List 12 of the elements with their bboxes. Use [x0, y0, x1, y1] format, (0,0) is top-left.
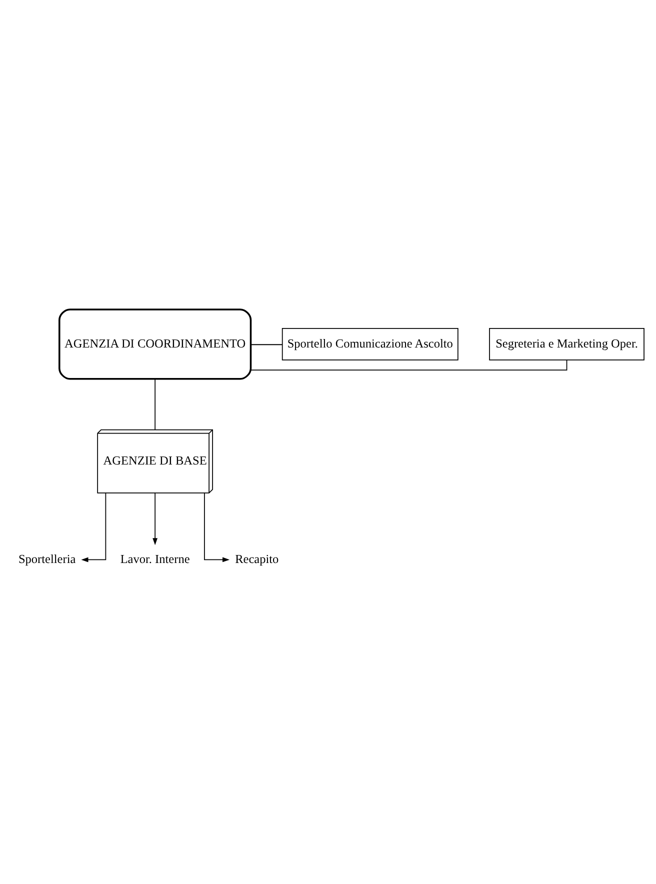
- node-text: Lavor. Interne: [120, 551, 190, 566]
- node-box: Segreteria e Marketing Oper.: [489, 327, 644, 360]
- arrow: [81, 492, 106, 562]
- connector: [250, 359, 568, 370]
- connector: [250, 344, 283, 345]
- node-text: Recapito: [235, 551, 279, 566]
- node-box: Sportello Comunicazione Ascolto: [282, 327, 458, 360]
- arrow: [152, 492, 158, 545]
- node-text: Sportelleria: [18, 551, 76, 566]
- connector: [154, 378, 156, 430]
- arrow: [204, 492, 230, 562]
- node-box: AGENZIA DI COORDINAMENTO: [58, 308, 252, 380]
